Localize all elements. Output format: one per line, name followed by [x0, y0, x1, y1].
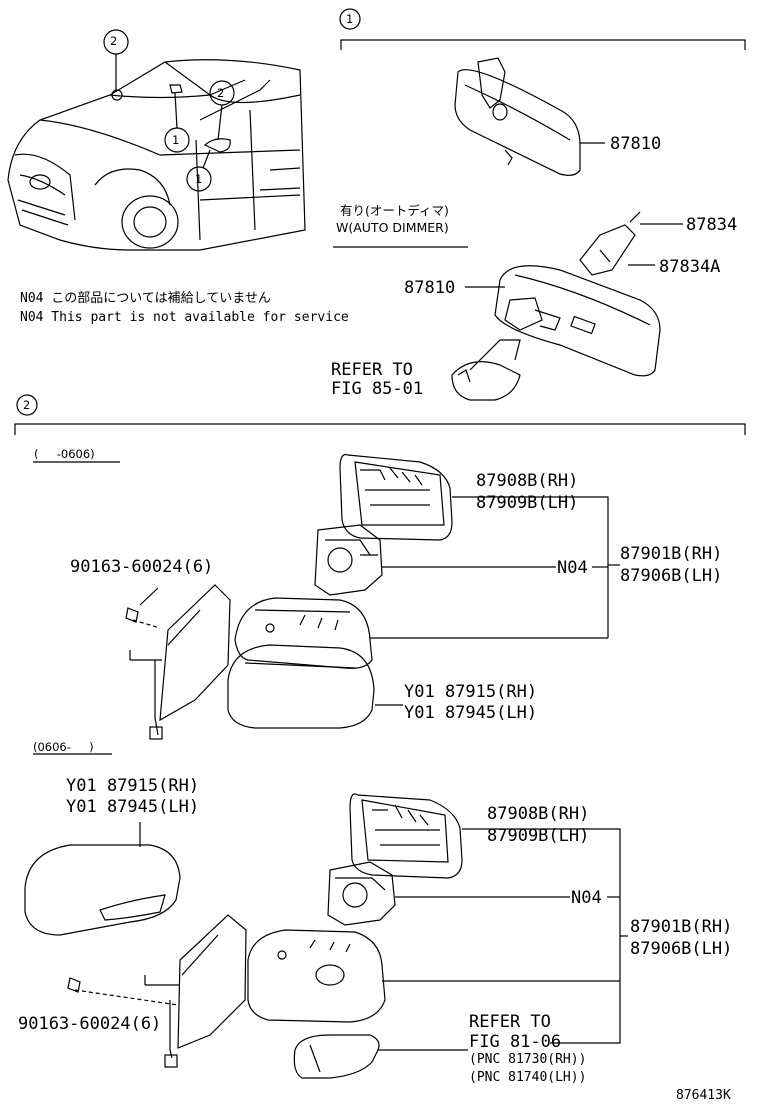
section-1-marker — [339, 8, 361, 30]
mirror-glass-b — [349, 793, 463, 879]
screw-b: 90163-60024(6) — [18, 1014, 162, 1034]
part-87901B-a: 87901B(RH) — [620, 544, 723, 564]
period-b: (0606- ) — [33, 740, 94, 754]
part-87906B-b: 87906B(LH) — [630, 939, 733, 959]
car-callout-2b: 2 — [217, 86, 225, 100]
inner-mirror-std — [454, 57, 581, 176]
refer-fig-85-line2: FIG 85-01 — [331, 379, 424, 399]
section-2-bracket — [14, 423, 746, 435]
bracket-assy-a — [598, 496, 609, 638]
mirror-glass-a — [339, 453, 453, 541]
car-callout-1a: 1 — [172, 133, 180, 147]
part-87945-b: Y01 87945(LH) — [66, 797, 200, 817]
section-1-label: 1 — [346, 12, 354, 26]
part-87906B-a: 87906B(LH) — [620, 566, 723, 586]
turn-lamp-b — [293, 1034, 380, 1079]
mirror-cover-b — [24, 844, 181, 936]
part-87908B-b: 87908B(RH) — [487, 804, 590, 824]
part-87810-std: 87810 — [610, 134, 662, 154]
part-87908B-a: 87908B(RH) — [476, 471, 579, 491]
car-callout-1b: 1 — [195, 172, 203, 186]
part-87901B-b: 87901B(RH) — [630, 917, 733, 937]
section-1-bracket — [340, 39, 746, 50]
actuator-a — [314, 524, 383, 596]
car-callout-2a: 2 — [110, 34, 118, 48]
actuator-b — [327, 861, 396, 926]
car-illustration — [7, 29, 306, 251]
part-87915-a: Y01 87915(RH) — [404, 682, 538, 702]
part-87945-a: Y01 87945(LH) — [404, 703, 538, 723]
refer-fig-85-line1: REFER TO — [331, 360, 413, 380]
period-a: ( -0606) — [34, 447, 95, 461]
section-2-marker — [16, 394, 38, 416]
part-87834: 87834 — [686, 215, 738, 235]
part-87909B-a: 87909B(LH) — [476, 493, 579, 513]
n04-b: N04 — [571, 888, 602, 908]
bracket-assy-b — [550, 828, 621, 1044]
auto-dimmer-jp: 有り(オートディマ) — [340, 203, 449, 218]
part-87915-b: Y01 87915(RH) — [66, 776, 200, 796]
screw-a: 90163-60024(6) — [70, 557, 214, 577]
part-87810-auto: 87810 — [404, 278, 456, 298]
section-2-label: 2 — [23, 398, 31, 412]
mirror-housing-b — [67, 914, 386, 1068]
part-87909B-b: 87909B(LH) — [487, 826, 590, 846]
diagram-id: 876413K — [676, 1088, 731, 1103]
refer-fig-81-line2: FIG 81-06 — [469, 1032, 562, 1052]
inner-mirror-auto-dimmer — [451, 211, 661, 401]
pnc-81730: (PNC 81730(RH)) — [469, 1052, 587, 1067]
auto-dimmer-en: W(AUTO DIMMER) — [336, 220, 449, 235]
note-en: N04 This part is not available for servi… — [20, 310, 349, 325]
mirror-housing-a — [125, 584, 375, 740]
pnc-81740: (PNC 81740(LH)) — [469, 1070, 587, 1085]
refer-fig-81-line1: REFER TO — [469, 1012, 551, 1032]
n04-a: N04 — [557, 558, 588, 578]
note-jp: N04 この部品については補給していません — [20, 291, 271, 306]
part-87834A: 87834A — [659, 257, 721, 277]
